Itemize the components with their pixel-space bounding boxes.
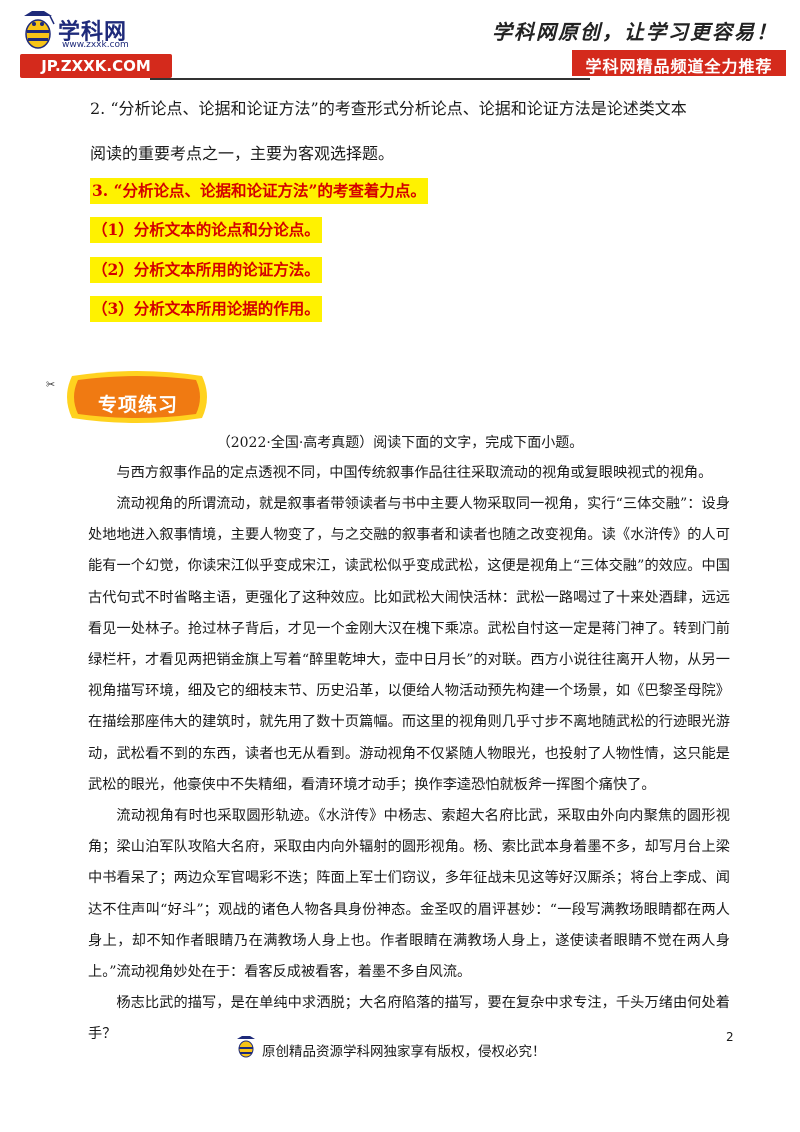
intro-line-2: 阅读的重要考点之一，主要为客观选择题。	[90, 144, 395, 163]
footer-copyright: 原创精品资源学科网独家享有版权，侵权必究！	[262, 1044, 546, 1060]
bee-mascot-icon	[24, 11, 55, 49]
passage-paragraph-3: 流动视角有时也采取圆形轨迹。《水浒传》中杨志、索超大名府比武，采取由外向内聚焦的…	[88, 808, 730, 981]
highlight-point-3: （3）分析文本所用论据的作用。	[90, 296, 322, 322]
highlight-heading: 3. “分析论点、论据和论证方法”的考查着力点。	[90, 178, 428, 204]
zxxk-logo[interactable]: 学科网 www.zxxk.com JP.ZXXK.COM	[18, 8, 178, 78]
footer-bee-icon	[237, 1036, 255, 1058]
highlight-point-1: （1）分析文本的论点和分论点。	[90, 217, 322, 243]
passage-paragraph-1: 与西方叙事作品的定点透视不同，中国传统叙事作品往往采取流动的视角或复眼映视式的视…	[116, 465, 713, 481]
passage-paragraph-4: 杨志比武的描写，是在单纯中求洒脱；大名府陷落的描写，要在复杂中求专注，千头万绪由…	[88, 995, 730, 1043]
header-tag-band: 学科网精品频道全力推荐	[572, 50, 786, 76]
highlight-point-2: （2）分析文本所用的论证方法。	[90, 257, 322, 283]
page-header: 学科网 www.zxxk.com JP.ZXXK.COM 学科网原创，让学习更容…	[0, 0, 800, 84]
page-number: 2	[726, 1030, 734, 1044]
header-slogan: 学科网原创，让学习更容易！	[492, 20, 778, 44]
passage-paragraph-2: 流动视角的所谓流动，就是叙事者带领读者与书中主要人物采取同一视角，实行“三体交融…	[88, 496, 730, 793]
section-title: 专项练习	[98, 394, 179, 416]
logo-band-text: JP.ZXXK.COM	[41, 57, 151, 75]
header-tag-text: 学科网精品频道全力推荐	[585, 57, 773, 76]
logo-band: JP.ZXXK.COM	[20, 54, 172, 78]
section-badge	[67, 371, 207, 423]
logo-url: www.zxxk.com	[62, 40, 129, 50]
intro-line-1: 2. “分析论点、论据和论证方法”的考查形式分析论点、论据和论证方法是论述类文本	[90, 99, 687, 118]
logo-name: 学科网	[58, 20, 128, 45]
question-source: （2022·全国·高考真题）阅读下面的文字，完成下面小题。	[216, 435, 584, 451]
header-divider	[150, 78, 590, 80]
badge-scissors-icon: ✂	[46, 378, 56, 391]
page-footer: 原创精品资源学科网独家享有版权，侵权必究！	[0, 1034, 800, 1064]
